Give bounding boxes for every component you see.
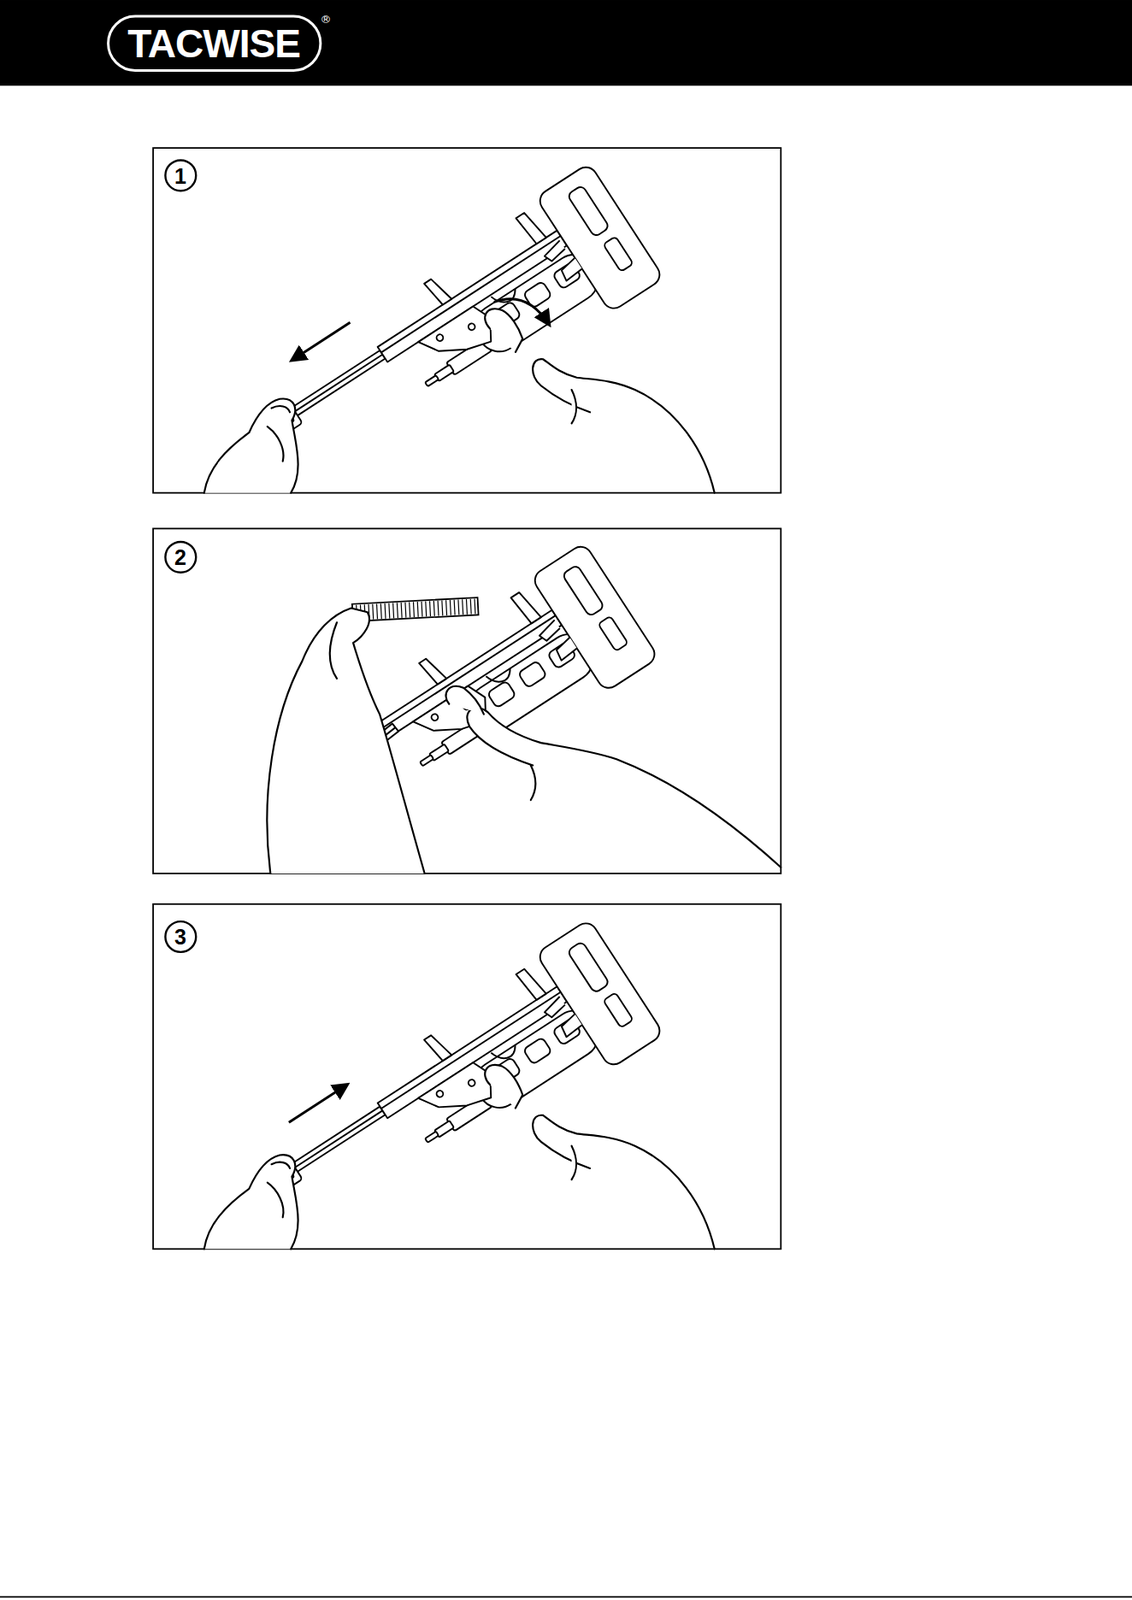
callout-number: 2 xyxy=(174,547,187,569)
callout-number: 3 xyxy=(174,926,187,949)
brand-logo: TACWISE xyxy=(127,23,301,64)
callout-number: 1 xyxy=(174,165,187,188)
registered-mark: ® xyxy=(320,13,332,25)
